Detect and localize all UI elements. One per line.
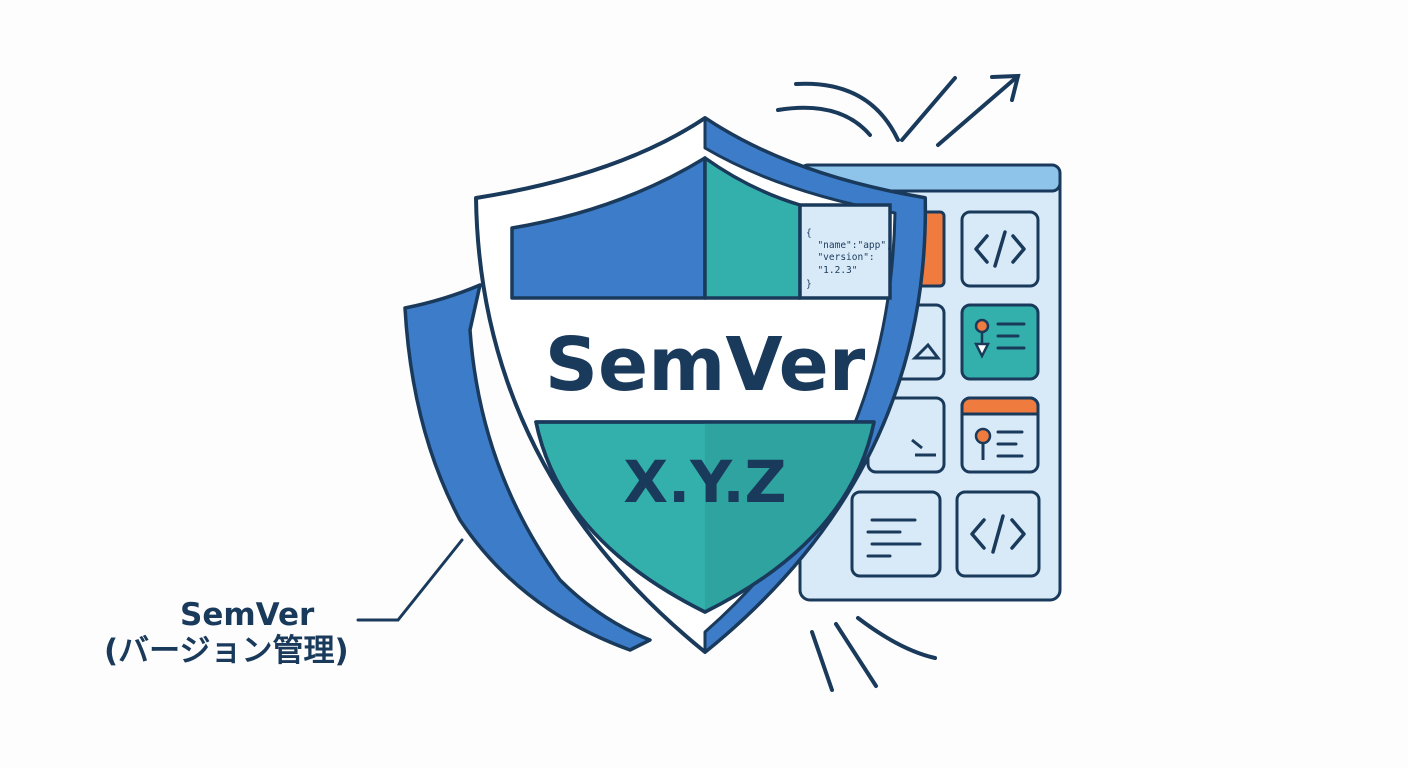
svg-text:"1.2.3": "1.2.3" bbox=[806, 265, 857, 276]
code-icon bbox=[974, 230, 1026, 268]
triangle-icon bbox=[911, 342, 942, 360]
svg-text:"version":: "version": bbox=[806, 252, 875, 263]
svg-text:"name":"app",: "name":"app", bbox=[806, 240, 892, 251]
terminal-icon bbox=[911, 438, 936, 457]
text-lines-icon bbox=[866, 518, 922, 558]
code-icon bbox=[970, 514, 1026, 554]
version-pattern: X.Y.Z bbox=[623, 448, 786, 516]
key-list-icon bbox=[974, 427, 1024, 460]
shield-title: SemVer bbox=[545, 322, 866, 408]
pin-list-icon bbox=[973, 318, 1026, 359]
json-snippet: { "name":"app", "version": "1.2.3" } bbox=[806, 228, 892, 290]
json-snippet-box bbox=[798, 203, 892, 300]
shield-back-fin bbox=[403, 283, 652, 652]
motion-lines-bottom bbox=[810, 616, 937, 692]
svg-text:{: { bbox=[806, 228, 812, 239]
callout-leader bbox=[356, 538, 464, 622]
motion-lines-top bbox=[776, 73, 1021, 147]
arrow-head-icon bbox=[990, 73, 1021, 102]
callout-line2: (バージョン管理) bbox=[104, 632, 349, 669]
callout-label: SemVer (バージョン管理) bbox=[104, 597, 404, 669]
svg-text:}: } bbox=[806, 279, 812, 290]
callout-line1: SemVer bbox=[180, 597, 315, 633]
